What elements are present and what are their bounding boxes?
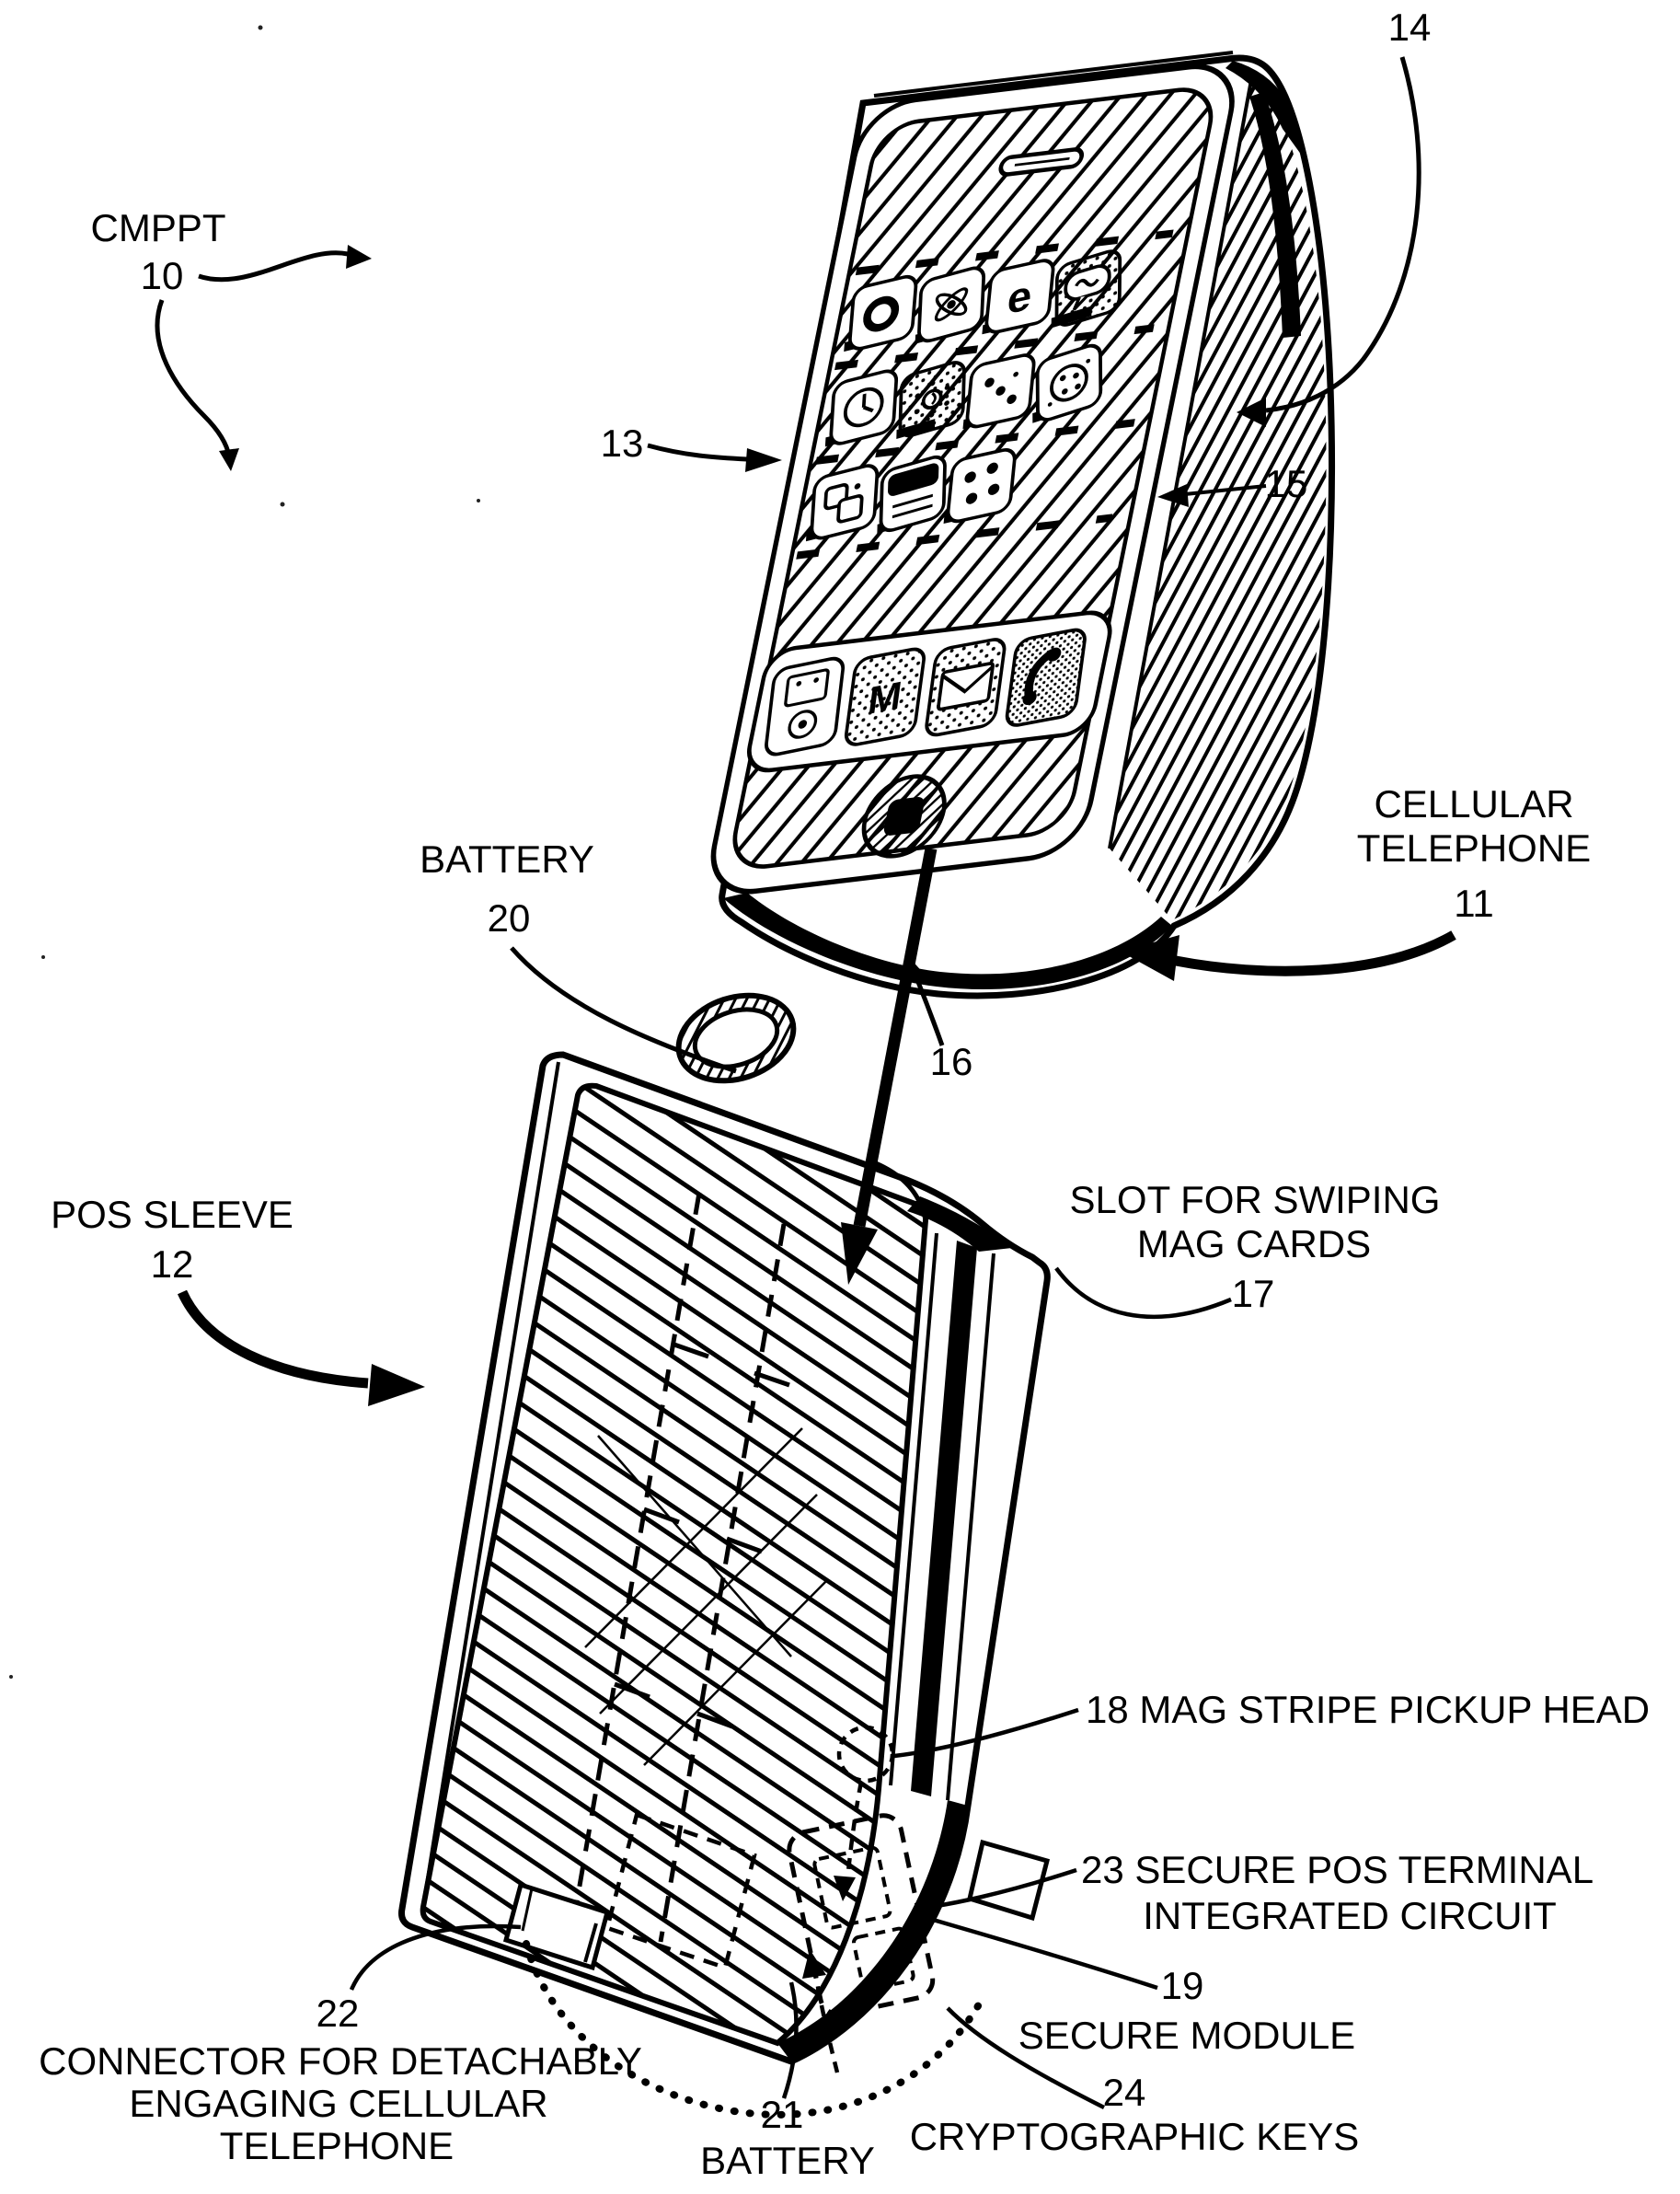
photos-icon[interactable] <box>896 360 966 440</box>
icon-letter-e: e <box>1006 271 1034 324</box>
arrows <box>155 56 1456 1406</box>
phone-side-stripe <box>1249 92 1301 338</box>
phone-icon[interactable] <box>1005 628 1087 727</box>
label-23-line2: INTEGRATED CIRCUIT <box>1143 1894 1557 1937</box>
leader-18 <box>893 1707 1079 1759</box>
leader-17 <box>1054 1266 1232 1320</box>
sleeve-foot <box>967 1839 1051 1922</box>
leader-19 <box>932 1917 1158 1991</box>
mag-stripe-pickup-head <box>834 1725 895 1901</box>
label-telephone: TELEPHONE <box>1357 826 1591 870</box>
phone-side-shadow-top <box>1225 61 1306 162</box>
domino-icon[interactable] <box>943 447 1017 525</box>
cellular-telephone-drawing: e <box>710 51 1335 999</box>
label-20: 20 <box>488 896 531 940</box>
dice-icon[interactable] <box>962 352 1036 430</box>
label-battery-21: BATTERY <box>700 2139 875 2182</box>
label-23-line1: 23 SECURE POS TERMINAL <box>1081 1848 1594 1891</box>
music-icon[interactable]: M <box>844 647 926 746</box>
labels: CMPPT 10 13 14 15 CELLULAR TELEPHONE 11 … <box>39 6 1650 2182</box>
boxes-icon[interactable] <box>805 463 880 542</box>
pos-sleeve-drawing <box>398 992 1051 2119</box>
atom-icon[interactable] <box>915 265 986 345</box>
insertion-arrow <box>841 847 938 1285</box>
label-15: 15 <box>1265 462 1308 505</box>
home-button[interactable] <box>857 772 951 860</box>
chat-icon[interactable] <box>1051 248 1122 329</box>
leader-21 <box>781 1981 799 2099</box>
icon-letter-m: M <box>866 674 904 723</box>
leader-24 <box>946 2006 1106 2110</box>
label-15-arrow <box>1157 484 1267 507</box>
secure-module <box>787 1813 936 2017</box>
label-13-arrow <box>647 443 782 472</box>
label-17: 17 <box>1232 1272 1275 1315</box>
dock-bar: M <box>747 610 1112 773</box>
label-18: 18 MAG STRIPE PICKUP HEAD <box>1086 1688 1650 1731</box>
sleeve-interior-dashes <box>572 1192 829 1943</box>
label-10: 10 <box>141 254 184 297</box>
label-pos-sleeve: POS SLEEVE <box>51 1193 293 1236</box>
sleeve-battery-21 <box>604 1812 757 1970</box>
label-11: 11 <box>1454 882 1494 925</box>
cmppt-s-curve <box>155 299 239 471</box>
leader-lines <box>349 946 1232 2110</box>
mag-card-slot[interactable] <box>875 1161 1012 1801</box>
camera-icon[interactable] <box>844 274 918 352</box>
label-12: 12 <box>151 1242 194 1286</box>
label-slot-line1: SLOT FOR SWIPING <box>1070 1178 1441 1221</box>
label-connector-line3: TELEPHONE <box>220 2124 454 2167</box>
label-14: 14 <box>1388 6 1432 49</box>
label-battery-20: BATTERY <box>420 837 594 881</box>
leader-23 <box>915 1867 1077 1911</box>
label-13: 13 <box>601 421 644 465</box>
label-cmppt: CMPPT <box>91 206 226 249</box>
connector[interactable] <box>502 1881 611 1971</box>
crypto-wire-dotted-path <box>523 1940 983 2119</box>
leader-20 <box>510 946 737 1074</box>
label-12-arrow <box>177 1289 425 1406</box>
label-24: 24 <box>1103 2071 1146 2114</box>
media-player-icon[interactable] <box>765 656 846 756</box>
label-crypto-keys: CRYPTOGRAPHIC KEYS <box>910 2115 1360 2158</box>
label-22: 22 <box>316 1992 360 2035</box>
label-14-arrow <box>1237 56 1421 427</box>
phone-bottom-shadow <box>723 893 1172 990</box>
label-connector-line1: CONNECTOR FOR DETACHABLY <box>39 2039 642 2083</box>
scan-specks <box>9 25 480 1679</box>
leader-22 <box>349 1923 522 1991</box>
label-21: 21 <box>761 2093 804 2136</box>
sleeve-battery-cylinder <box>675 992 797 1084</box>
label-slot-line2: MAG CARDS <box>1137 1222 1371 1265</box>
label-cellular: CELLULAR <box>1374 782 1573 826</box>
label-11-arrow <box>1121 930 1456 981</box>
calculator-icon[interactable] <box>877 454 947 534</box>
clock-icon[interactable] <box>824 368 899 447</box>
cmppt-arrow <box>198 245 372 283</box>
browser-e-icon[interactable]: e <box>982 258 1055 335</box>
label-16: 16 <box>930 1040 973 1083</box>
label-secure-module: SECURE MODULE <box>1018 2014 1355 2057</box>
mail-icon[interactable] <box>925 637 1007 737</box>
cookie-icon[interactable] <box>1032 342 1103 425</box>
label-19: 19 <box>1161 1964 1204 2007</box>
label-connector-line2: ENGAGING CELLULAR <box>129 2082 547 2125</box>
